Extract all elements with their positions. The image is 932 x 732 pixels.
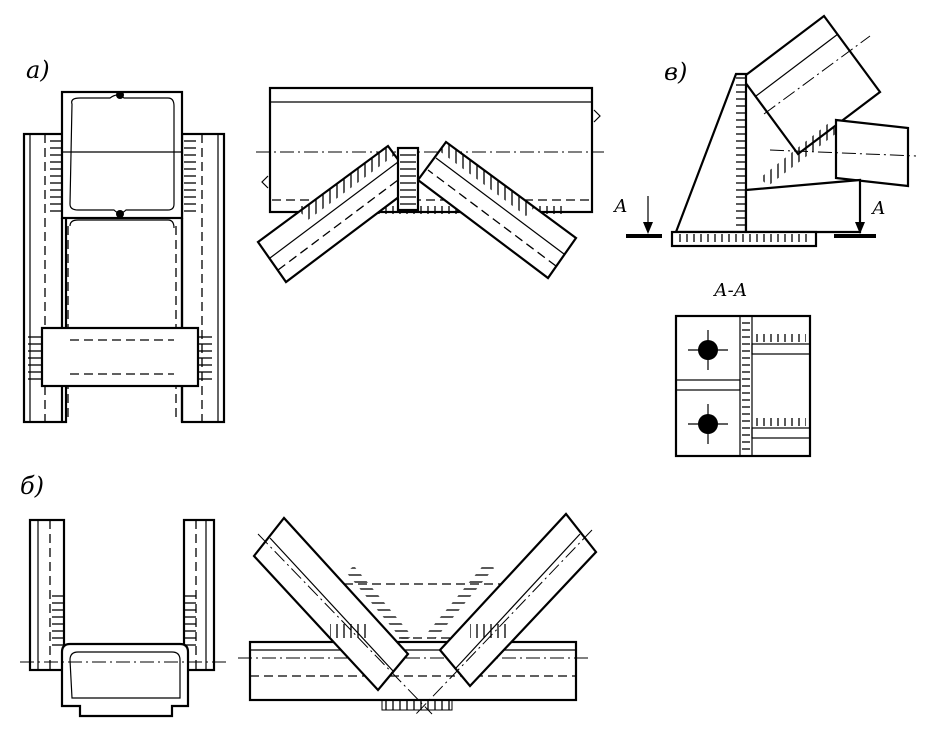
section-marker-right: А bbox=[870, 198, 886, 219]
view-b-label: б) bbox=[20, 472, 44, 500]
section-a-a bbox=[674, 314, 812, 458]
channel-chord-elevation bbox=[248, 640, 578, 702]
view-a-label: а) bbox=[26, 56, 50, 84]
view-b-elevation bbox=[238, 512, 598, 715]
weld-hatch bbox=[184, 134, 196, 216]
view-a-elevation bbox=[256, 86, 604, 284]
horizontal-member bbox=[834, 118, 910, 188]
view-b-section bbox=[20, 518, 230, 718]
section-title: А-А bbox=[712, 280, 747, 301]
view-v-label: в) bbox=[664, 58, 687, 86]
section-marker-left: А bbox=[612, 196, 628, 217]
upper-diagonal bbox=[740, 14, 882, 156]
batten-plate bbox=[40, 326, 200, 388]
view-a-section bbox=[22, 90, 226, 424]
view-v-elevation bbox=[626, 14, 917, 248]
box-chord-elevation bbox=[268, 86, 594, 214]
box-chord bbox=[60, 90, 184, 220]
channel-chord bbox=[60, 642, 190, 718]
weld-hatch bbox=[50, 134, 62, 216]
gusset-plate bbox=[674, 72, 748, 234]
